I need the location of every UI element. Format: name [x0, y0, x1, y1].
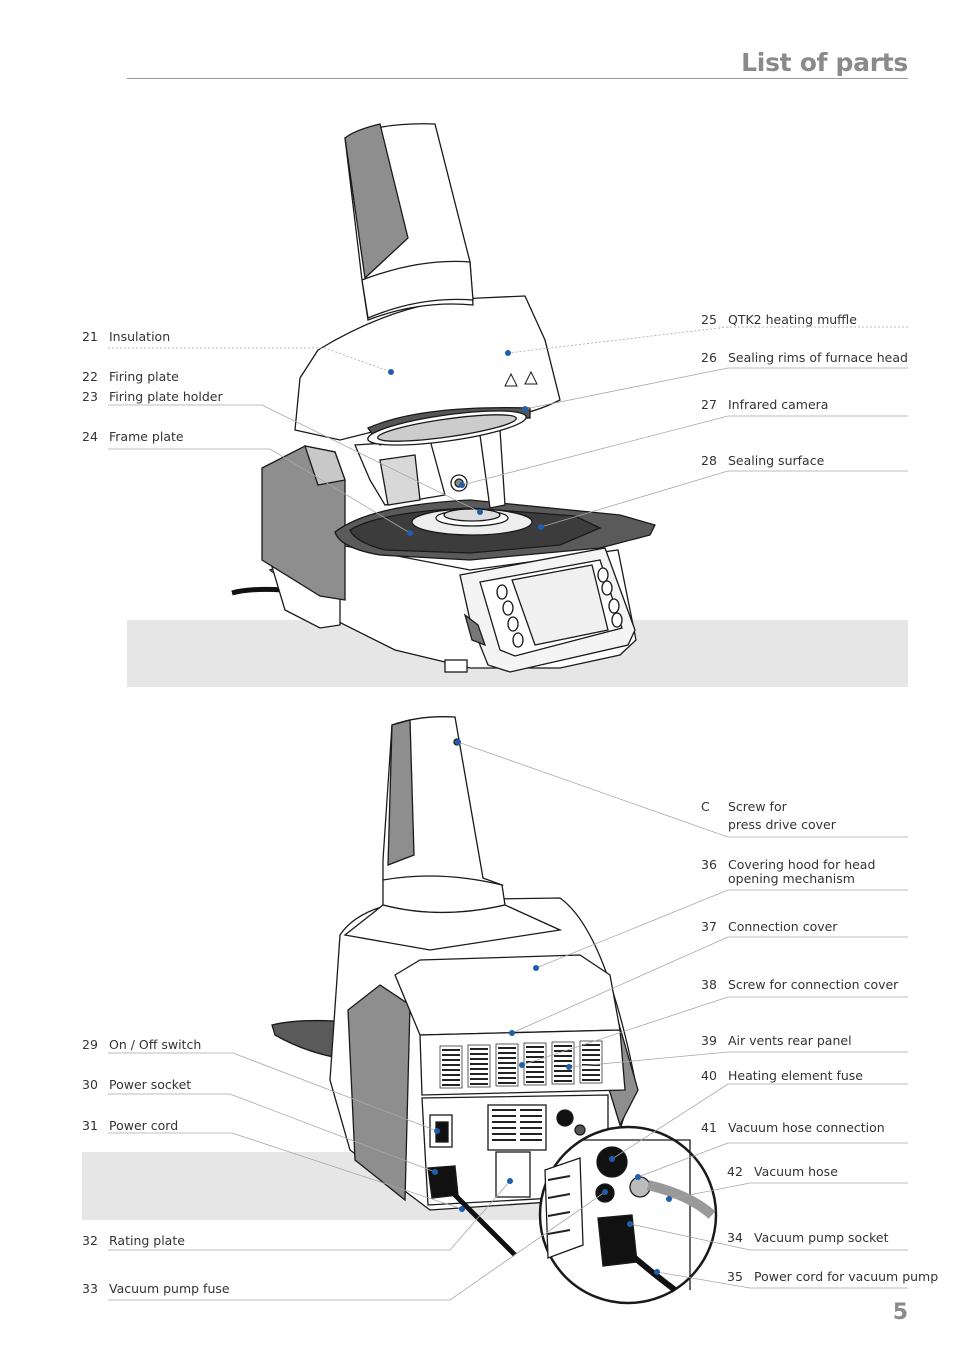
label-number-25: 25 [701, 312, 717, 327]
bottom-furnace-drawing [271, 716, 718, 1305]
label-number-42: 42 [727, 1164, 743, 1179]
label-number-37: 37 [701, 919, 717, 934]
top-callout-dots [388, 350, 544, 536]
label-number-24: 24 [82, 429, 98, 444]
label-number-41: 41 [701, 1120, 717, 1135]
label-air-vents: Air vents rear panel [728, 1033, 852, 1048]
label-number-39: 39 [701, 1033, 717, 1048]
label-heating-element-fuse: Heating element fuse [728, 1068, 863, 1083]
label-number-27: 27 [701, 397, 717, 412]
label-number-40: 40 [701, 1068, 717, 1083]
label-opening-mechanism: opening mechanism [728, 871, 855, 886]
label-infrared-camera: Infrared camera [728, 397, 829, 412]
page-title: List of parts [741, 48, 908, 77]
label-number-31: 31 [82, 1118, 98, 1133]
label-number-30: 30 [82, 1077, 98, 1092]
label-number-38: 38 [701, 977, 717, 992]
label-number-34: 34 [727, 1230, 743, 1245]
label-power-cord: Power cord [109, 1118, 179, 1133]
label-number-26: 26 [701, 350, 717, 365]
label-frame-plate: Frame plate [109, 429, 184, 444]
label-insulation: Insulation [109, 329, 171, 344]
label-vacuum-hose: Vacuum hose [754, 1164, 838, 1179]
label-vacuum-pump-socket: Vacuum pump socket [754, 1230, 889, 1245]
label-number-32: 32 [82, 1233, 98, 1248]
label-number-22: 22 [82, 369, 98, 384]
label-power-socket: Power socket [109, 1077, 192, 1092]
label-firing-plate: Firing plate [109, 369, 179, 384]
label-vacuum-pump-fuse: Vacuum pump fuse [109, 1281, 230, 1296]
label-press-drive-cover: press drive cover [728, 817, 836, 832]
label-screw-for: Screw for [728, 799, 787, 814]
header-rule [127, 78, 908, 79]
page-number: 5 [892, 1300, 908, 1325]
label-number-23: 23 [82, 389, 98, 404]
label-sealing-rims: Sealing rims of furnace head [728, 350, 908, 365]
bottom-leader-lines [108, 741, 908, 1301]
label-number-35: 35 [727, 1269, 743, 1284]
label-power-cord-vacuum-pump: Power cord for vacuum pump [754, 1269, 939, 1284]
label-sealing-surface: Sealing surface [728, 453, 825, 468]
label-number-33: 33 [82, 1281, 98, 1296]
label-covering-hood: Covering hood for head [728, 857, 876, 872]
label-number-36: 36 [701, 857, 717, 872]
label-on-off-switch: On / Off switch [109, 1037, 202, 1052]
label-number-28: 28 [701, 453, 717, 468]
label-number-21: 21 [82, 329, 98, 344]
label-connection-cover: Connection cover [728, 919, 838, 934]
top-leader-lines [108, 326, 908, 534]
label-screw-connection-cover: Screw for connection cover [728, 977, 899, 992]
label-number-c: C [701, 799, 710, 814]
top-furnace-drawing [231, 123, 656, 673]
bottom-callout-dots [432, 739, 672, 1275]
label-firing-plate-holder: Firing plate holder [109, 389, 223, 404]
label-number-29: 29 [82, 1037, 98, 1052]
label-vacuum-hose-connection: Vacuum hose connection [728, 1120, 885, 1135]
label-rating-plate: Rating plate [109, 1233, 185, 1248]
label-qtk2-heating-muffle: QTK2 heating muffle [728, 312, 857, 327]
